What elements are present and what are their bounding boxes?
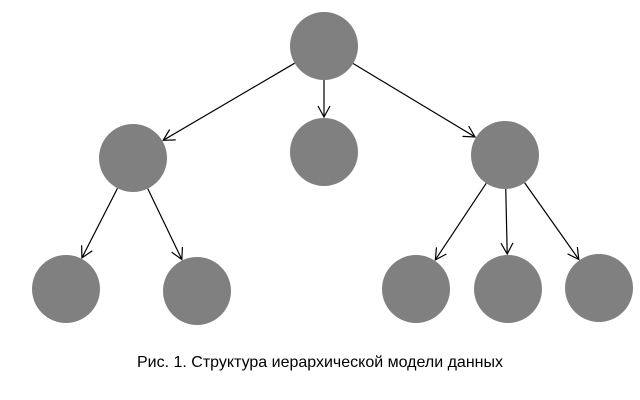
- node-leaf-right-3: [565, 254, 633, 322]
- edge-child-right-to-leaf-right-1: [434, 182, 487, 261]
- node-child-right: [471, 121, 539, 189]
- edge-child-left-to-leaf-left-2: [147, 188, 184, 261]
- node-leaf-left-2: [163, 257, 231, 325]
- arrowhead-icon: [171, 246, 184, 261]
- edge-child-right-to-leaf-right-3: [524, 182, 580, 261]
- node-child-left: [99, 124, 167, 192]
- arrowhead-icon: [434, 247, 447, 261]
- arrowhead-icon: [162, 129, 176, 141]
- edge-root-to-child-middle: [317, 80, 331, 119]
- arrowhead-icon: [500, 242, 514, 256]
- edge-line: [147, 188, 183, 260]
- node-leaf-right-2: [474, 255, 542, 323]
- edge-line: [434, 182, 487, 261]
- node-leaf-right-1: [382, 255, 450, 323]
- edge-child-right-to-leaf-right-2: [500, 188, 514, 256]
- node-root: [290, 12, 358, 80]
- nodes-layer: [32, 12, 633, 325]
- node-child-middle: [290, 118, 358, 186]
- edge-line: [162, 62, 295, 141]
- edge-child-left-to-leaf-left-1: [81, 187, 119, 259]
- node-leaf-left-1: [32, 255, 100, 323]
- arrowhead-icon: [81, 245, 93, 259]
- edge-root-to-child-right: [352, 63, 477, 138]
- edge-line: [352, 63, 476, 138]
- arrowhead-icon: [567, 246, 580, 261]
- edges-layer: [81, 62, 580, 261]
- edge-root-to-child-left: [162, 62, 295, 141]
- arrowhead-icon: [317, 105, 331, 119]
- arrowhead-icon: [462, 125, 477, 138]
- hierarchy-diagram: [32, 12, 633, 325]
- edge-line: [81, 187, 119, 259]
- edge-line: [505, 188, 508, 255]
- figure-caption: Рис. 1. Структура иерархической модели д…: [137, 354, 503, 371]
- edge-line: [524, 182, 580, 260]
